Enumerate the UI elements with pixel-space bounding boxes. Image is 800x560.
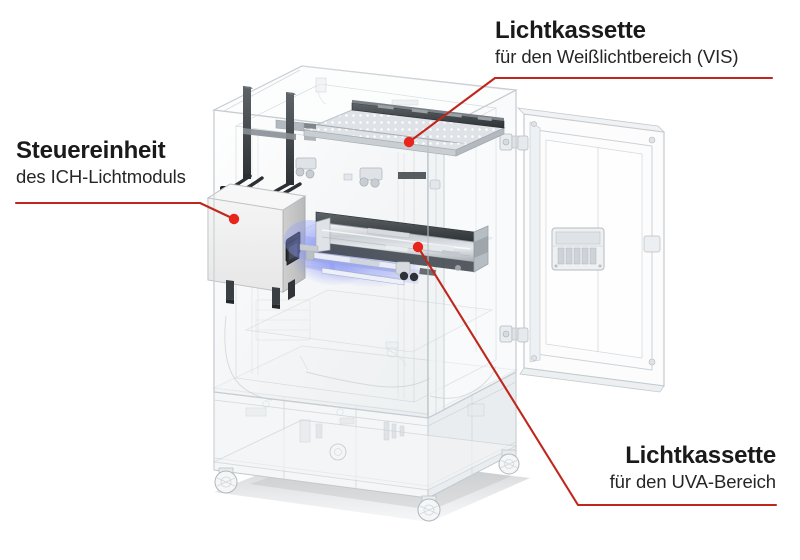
callout-vis: Lichtkassette für den Weißlichtbereich (… bbox=[495, 17, 739, 67]
cassette-connectors bbox=[295, 157, 441, 190]
callout-steuereinheit: Steuereinheit des ICH-Lichtmoduls bbox=[16, 138, 186, 187]
open-door bbox=[516, 107, 666, 393]
vertical-guide-rails bbox=[243, 86, 296, 185]
callout-uva-title: Lichtkassette bbox=[625, 442, 776, 469]
callout-uva: Lichtkassette für den UVA-Bereich bbox=[578, 442, 777, 492]
callout-steuereinheit-title: Steuereinheit bbox=[16, 137, 166, 164]
callout-steuereinheit-subtitle: des ICH-Lichtmoduls bbox=[16, 165, 186, 187]
callout-vis-title: Lichtkassette bbox=[495, 17, 646, 44]
callout-vis-subtitle: für den Weißlichtbereich (VIS) bbox=[495, 45, 739, 67]
callout-uva-subtitle: für den UVA-Bereich bbox=[609, 470, 776, 492]
door-terminal-block bbox=[551, 227, 605, 271]
